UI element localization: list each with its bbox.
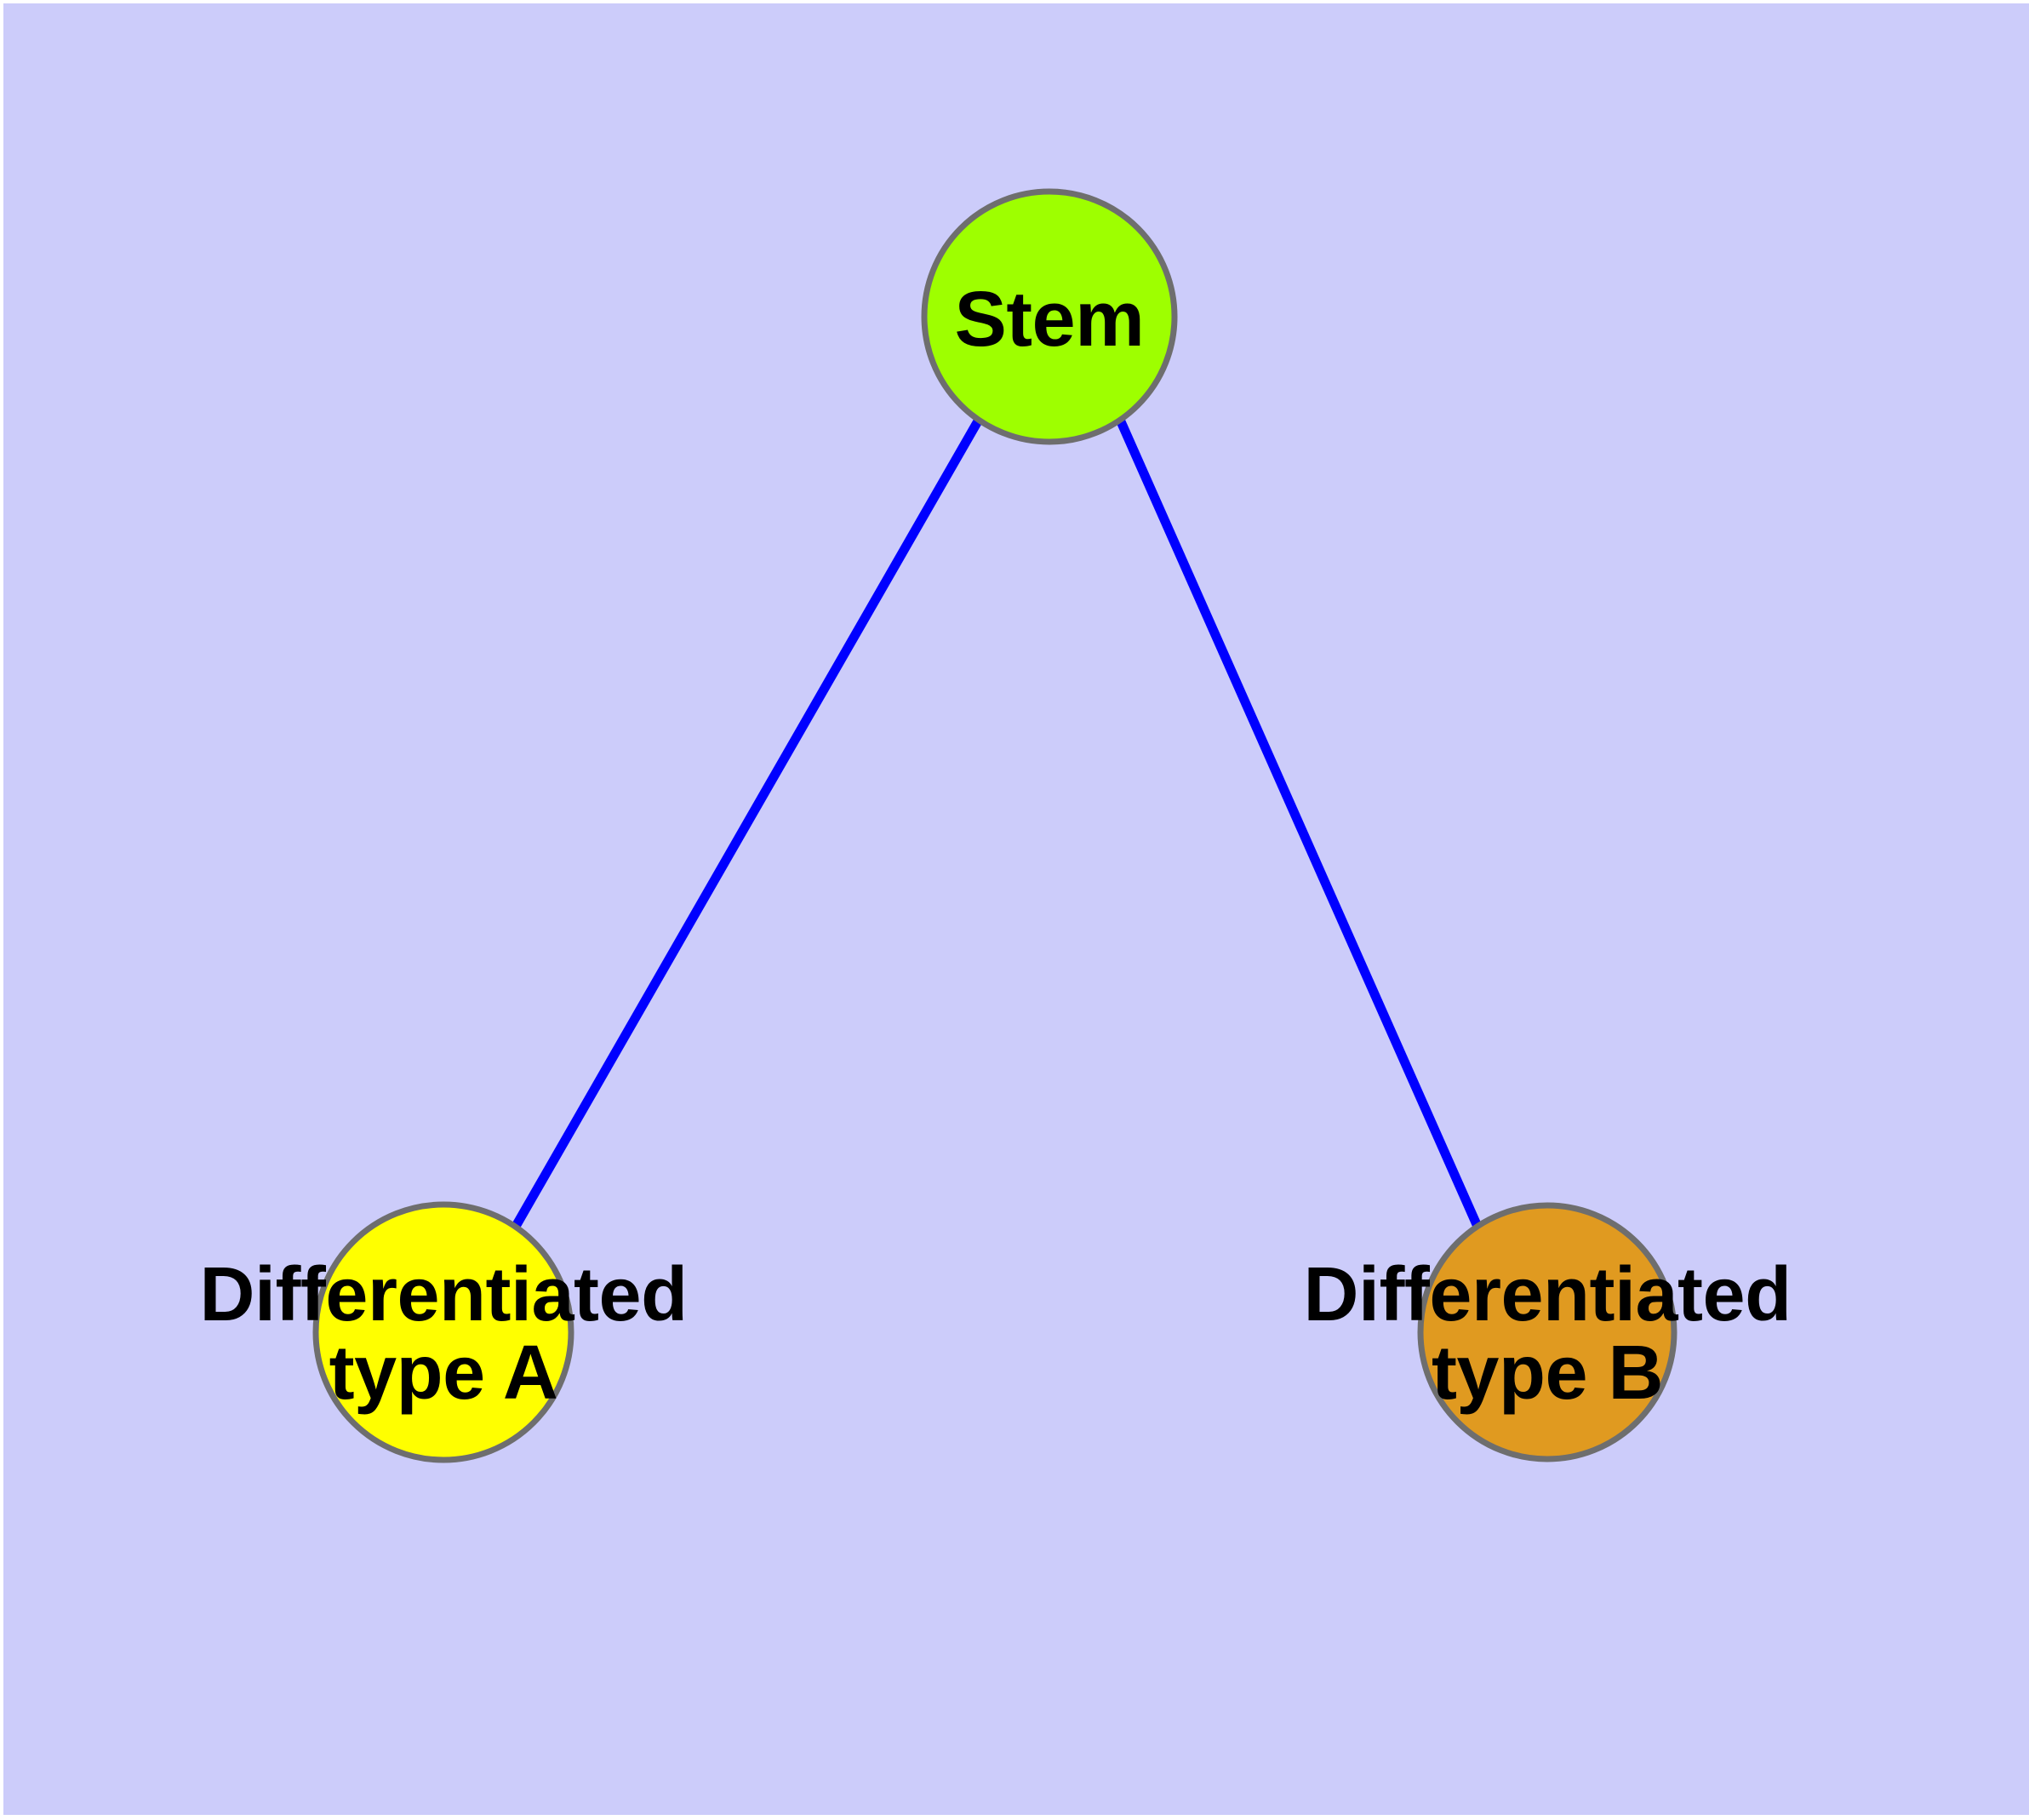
edge-stem-to-diff-a[interactable] [510, 417, 983, 1232]
edge-stem-to-diff-b[interactable] [1115, 417, 1483, 1231]
node-diff-b[interactable] [1417, 1202, 1677, 1462]
node-layer [312, 188, 1677, 1463]
node-stem[interactable] [921, 188, 1178, 445]
node-diff-a[interactable] [312, 1201, 574, 1463]
edge-layer [510, 417, 1483, 1232]
